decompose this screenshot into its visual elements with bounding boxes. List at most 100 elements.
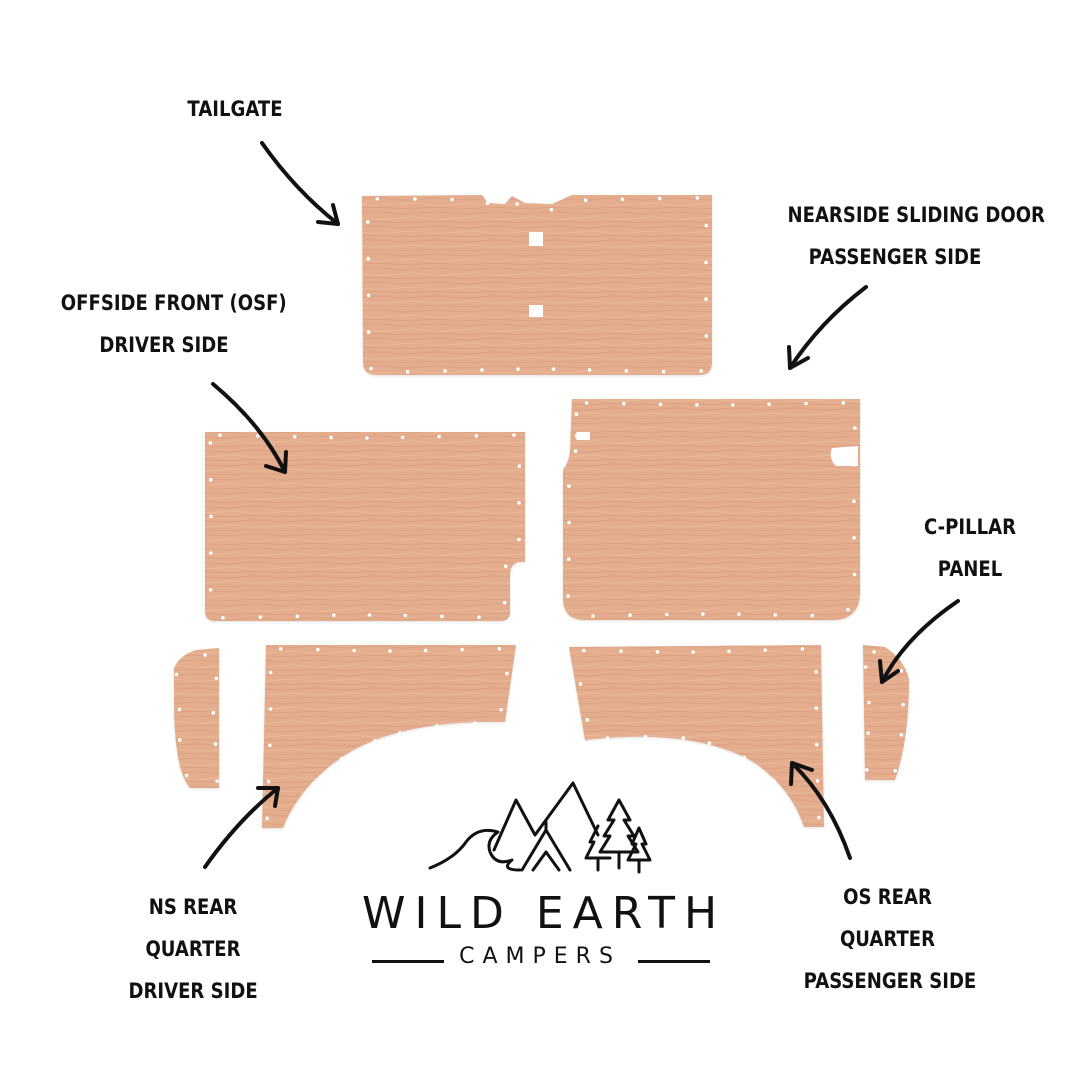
fixing-hole (366, 256, 371, 261)
ns-rear-quarter-arrow (203, 786, 280, 869)
fixing-hole (295, 614, 300, 618)
fixing-hole (661, 369, 666, 374)
fixing-hole (695, 403, 699, 407)
fixing-hole (567, 520, 571, 525)
fixing-hole (852, 463, 857, 467)
fixing-hole (573, 449, 578, 453)
fixing-hole (867, 700, 871, 705)
fixing-hole (737, 612, 741, 616)
fixing-hole (477, 615, 481, 620)
fixing-hole (591, 614, 595, 618)
fixing-hole (566, 594, 570, 598)
fixing-hole (214, 676, 219, 681)
fixing-hole (622, 401, 626, 406)
fixing-hole (585, 718, 590, 722)
fixing-hole (367, 613, 372, 617)
fixing-hole (657, 196, 662, 201)
fixing-hole (704, 223, 709, 228)
fixing-hole (814, 742, 819, 747)
logo-title: WILD EARTH (362, 888, 727, 939)
fixing-hole (340, 756, 344, 761)
fixing-hole (400, 435, 405, 440)
fixing-hole (268, 707, 273, 711)
fixing-hole (815, 779, 820, 783)
fixing-hole (578, 682, 583, 686)
offside-front-panel (205, 432, 525, 621)
wave-icon (428, 828, 522, 872)
door-handle-cutout (830, 446, 858, 466)
fixing-hole (174, 672, 179, 677)
fixing-hole (502, 600, 507, 605)
fixing-hole (435, 724, 439, 728)
fixing-hole (480, 368, 484, 372)
label-line: NS REAR (148, 895, 238, 919)
fixing-hole (512, 433, 516, 437)
fixing-hole (258, 615, 263, 619)
label-nearside-sliding-door: NEARSIDE SLIDING DOOR PASSENGER SIDE (787, 194, 1045, 278)
fixing-hole (515, 202, 519, 206)
fixing-hole (352, 648, 357, 653)
fixing-hole (731, 403, 735, 407)
fixing-hole (852, 572, 857, 577)
fixing-hole (316, 647, 320, 652)
fixing-hole (375, 197, 380, 201)
nearside-door-arrow (787, 285, 868, 370)
os-rear-quarter-arrow (789, 761, 852, 860)
pine-tree-icon (584, 798, 652, 874)
fixing-hole (584, 401, 589, 405)
logo-rule-left (372, 960, 444, 963)
fixing-hole (772, 779, 776, 783)
fixing-hole (329, 435, 333, 440)
fixing-hole (366, 220, 370, 224)
fixing-hole (517, 464, 522, 469)
mountain-icon (492, 781, 600, 852)
fixing-hole (208, 478, 213, 482)
label-line: PASSENGER SIDE (803, 969, 977, 993)
fixing-hole (184, 773, 189, 778)
fixing-hole (443, 369, 447, 373)
fixing-hole (178, 738, 182, 742)
fixing-hole (814, 670, 818, 674)
fixing-hole (566, 557, 571, 561)
label-offside-front: OFFSIDE FRONT (OSF) DRIVER SIDE (61, 282, 287, 366)
tailgate-panel (362, 195, 712, 375)
tailgate-cutout (529, 232, 543, 246)
fixing-hole (619, 649, 623, 653)
fixing-hole (841, 401, 846, 405)
fixing-hole (691, 650, 695, 654)
fixing-hole (852, 536, 856, 540)
fixing-hole (209, 551, 213, 555)
fixing-hole (366, 330, 371, 335)
logo-emblem (428, 781, 652, 874)
fixing-hole (437, 434, 442, 439)
fixing-hole (899, 733, 904, 737)
fixing-hole (505, 671, 509, 676)
fixing-hole (704, 260, 708, 265)
fixing-hole (707, 741, 712, 745)
fixing-holes (174, 196, 905, 821)
fixing-hole (583, 198, 588, 202)
label-c-pillar: C-PILLAR PANEL (910, 506, 1030, 590)
fixing-hole (209, 514, 213, 519)
fixing-hole (814, 706, 818, 711)
fixing-hole (255, 434, 260, 438)
label-line: DRIVER SIDE (128, 979, 258, 1003)
fixing-hole (727, 649, 731, 654)
fixing-hole (213, 742, 218, 746)
fixing-hole (203, 653, 207, 657)
fixing-hole (503, 564, 508, 568)
fixing-hole (474, 434, 479, 438)
fixing-hole (872, 650, 876, 654)
fixing-hole (311, 781, 316, 786)
fixing-hole (405, 369, 410, 374)
fixing-hole (658, 402, 663, 407)
fixing-hole (574, 412, 579, 417)
label-line: NEARSIDE SLIDING DOOR (787, 203, 1045, 227)
fixing-hole (628, 613, 632, 617)
fixing-hole (695, 196, 700, 200)
fixing-hole (450, 197, 455, 202)
label-line: OS REAR (843, 885, 932, 909)
fixing-hole (290, 812, 294, 817)
fixing-hole (853, 426, 857, 430)
